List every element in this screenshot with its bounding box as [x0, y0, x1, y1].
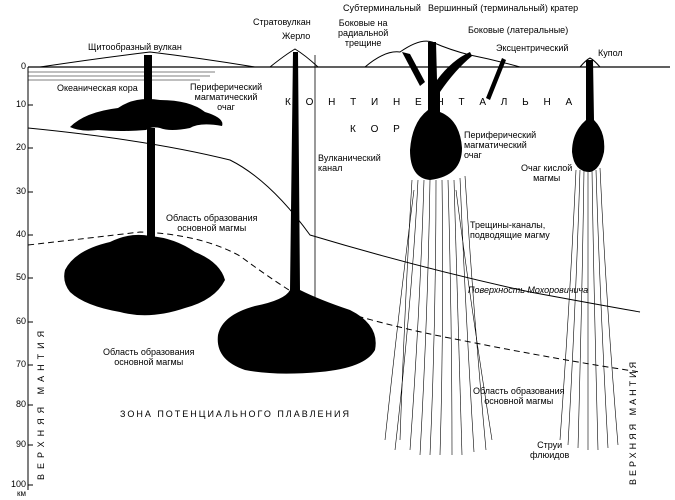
right-volcano-plumbing [384, 42, 506, 456]
moho-label: Поверхность Мохоровичича [468, 285, 589, 295]
melting-zone-label: ЗОНА ПОТЕНЦИАЛЬНОГО ПЛАВЛЕНИЯ [120, 409, 351, 419]
crust-label: К О Р А [350, 124, 428, 135]
dome-label: Купол [598, 48, 623, 58]
depth-unit: км [17, 489, 26, 498]
summit-crater-label: Вершинный (терминальный) кратер [428, 3, 579, 13]
primary-magma-zone-2-label: Область образования основной магмы [103, 347, 195, 367]
vent-label: Жерло [282, 31, 311, 41]
oceanic-crust-band [28, 71, 215, 81]
primary-magma-zone-1-label: Область образования основной магмы [166, 213, 258, 233]
dome-plumbing [559, 60, 619, 451]
continental-label: К О Н Т И Н Е Н Т А Л Ь Н А Я [285, 97, 601, 108]
moho-line [27, 127, 641, 313]
fractures-label: Трещины-каналы, подводящие магму [470, 220, 550, 240]
upper-mantle-right-label: ВЕРХНЯЯ МАНТИЯ [628, 358, 638, 485]
depth-tick: 20 [15, 142, 26, 152]
shield-volcano-label: Щитообразный вулкан [88, 42, 182, 52]
eccentric-label: Эксцентрический [496, 43, 569, 53]
depth-axis [27, 66, 33, 490]
acid-magma-chamber-label: Очаг кислой магмы [521, 163, 573, 183]
depth-tick: 90 [15, 439, 26, 449]
shield-volcano-plumbing [64, 55, 225, 316]
subterminal-label: Субтерминальный [343, 3, 421, 13]
primary-magma-zone-3-label: Область образования основной магмы [473, 386, 565, 406]
oceanic-crust-label: Океаническая кора [57, 83, 138, 93]
depth-tick: 60 [15, 316, 26, 326]
stratovolcano-plumbing [217, 52, 376, 374]
volcanic-channel-label: Вулканический канал [318, 153, 381, 173]
depth-tick: 50 [15, 272, 26, 282]
stratovolcano-label: Стратовулкан [253, 17, 311, 27]
depth-tick: 30 [15, 186, 26, 196]
topography-line [39, 40, 601, 68]
lateral-radial-label: Боковые на радиальной трещине [338, 18, 389, 48]
peripheral-chamber-left-label: Периферический магматический очаг [190, 82, 263, 112]
depth-tick: 100 [10, 479, 26, 489]
depth-tick: 80 [15, 399, 26, 409]
lateral-cones-label: Боковые (латеральные) [468, 25, 569, 35]
peripheral-chamber-right-label: Периферический магматический очаг [464, 130, 537, 160]
depth-tick: 40 [15, 229, 26, 239]
depth-tick: 70 [15, 359, 26, 369]
fluid-streams-label: Струи флюидов [530, 440, 570, 460]
depth-tick: 10 [15, 99, 26, 109]
upper-mantle-left-label: ВЕРХНЯЯ МАНТИЯ [36, 325, 46, 480]
depth-tick: 0 [20, 61, 26, 71]
